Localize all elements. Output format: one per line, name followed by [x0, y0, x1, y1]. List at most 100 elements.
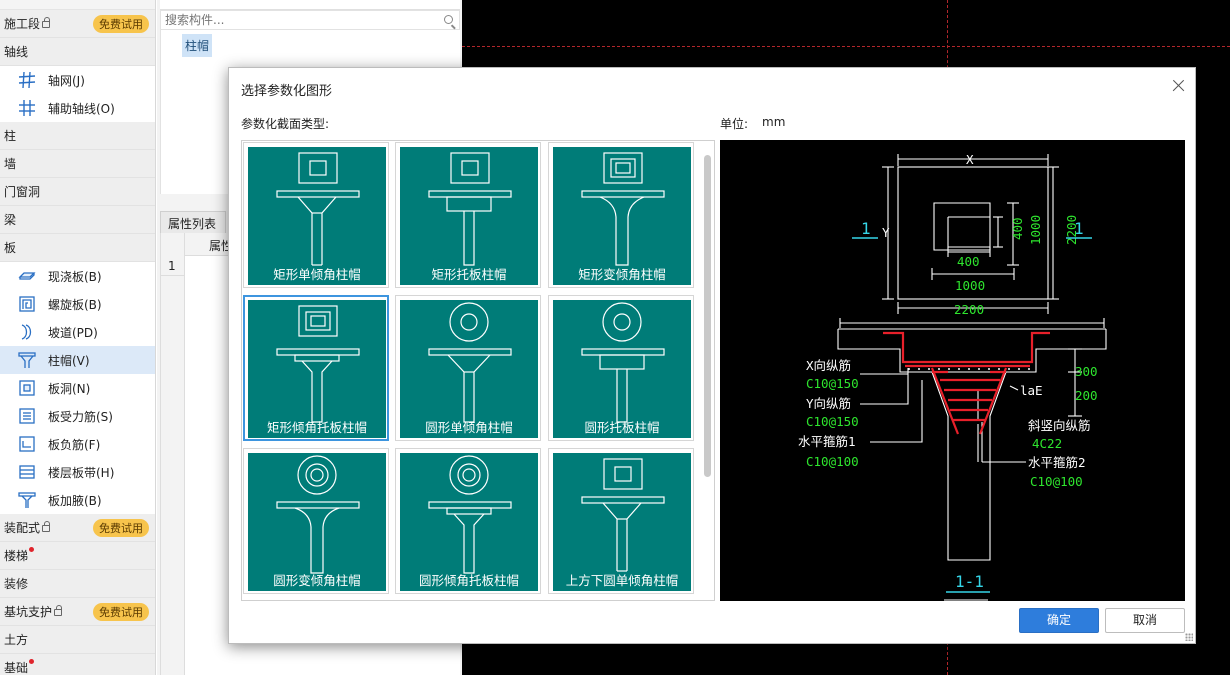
section-mark-right: 1	[1074, 219, 1084, 238]
x-rebar-label: X向纵筋	[806, 358, 851, 373]
plan-inner-square	[933, 202, 991, 251]
component-search-input[interactable]	[161, 11, 431, 29]
elevation-column	[931, 371, 1007, 561]
aux-axis-icon	[19, 100, 35, 116]
rebar-lines	[883, 331, 1050, 435]
nav-group-axis[interactable]: 轴线	[0, 38, 155, 66]
rect-variable-slope-cap-icon	[581, 152, 665, 266]
tile-square-top-round-bottom-cap[interactable]: 上方下圆单倾角柱帽	[548, 448, 694, 594]
resize-grip-icon[interactable]	[1185, 633, 1193, 641]
row-number-column	[161, 233, 185, 675]
dim-400-horizontal: 400	[957, 254, 980, 269]
unit-value: mm	[762, 115, 786, 129]
free-trial-badge[interactable]: 免费试用	[93, 15, 149, 33]
dim-1000-vertical: 1000	[1028, 215, 1043, 245]
round-slope-drop-panel-cap-icon	[428, 455, 512, 574]
dim-1000-horizontal: 1000	[955, 278, 985, 293]
spiral-slab-icon	[19, 296, 35, 312]
free-trial-badge[interactable]: 免费试用	[93, 519, 149, 537]
nav-group-column[interactable]: 柱	[0, 122, 155, 150]
nav-group-prefab[interactable]: 装配式 免费试用	[0, 514, 155, 542]
nav-group-earthwork[interactable]: 土方	[0, 626, 155, 654]
rect-drop-panel-cap-icon	[428, 152, 512, 266]
dim-y-label: Y	[882, 225, 890, 240]
dim-2200-horizontal: 2200	[954, 302, 984, 317]
nav-item-slab-strip[interactable]: 楼层板带(H)	[0, 458, 155, 486]
nav-group-construction-stage[interactable]: 施工段 免费试用	[0, 10, 155, 38]
tree-node-column-cap[interactable]: 柱帽	[182, 34, 213, 57]
tile-rect-variable-slope-cap[interactable]: 矩形变倾角柱帽	[548, 142, 694, 288]
tile-round-slope-drop-panel-cap[interactable]: 圆形倾角托板柱帽	[395, 448, 541, 594]
new-dot-icon	[29, 547, 35, 552]
dim-200: 200	[1075, 388, 1098, 403]
parametric-shape-dialog: 选择参数化图形 参数化截面类型: 单位: mm 矩形单倾角柱帽	[228, 67, 1196, 644]
gallery-scrollbar[interactable]	[704, 151, 711, 591]
section-title: 1-1	[955, 572, 984, 591]
nav-group-decoration[interactable]: 装修	[0, 570, 155, 598]
free-trial-badge[interactable]: 免费试用	[93, 603, 149, 621]
tile-rect-drop-panel-cap[interactable]: 矩形托板柱帽	[395, 142, 541, 288]
nav-group-stairs[interactable]: 楼梯	[0, 542, 155, 570]
tile-round-drop-panel-cap[interactable]: 圆形托板柱帽	[548, 295, 694, 441]
nav-group-foundation[interactable]: 基础	[0, 654, 155, 675]
tile-round-single-slope-cap[interactable]: 圆形单倾角柱帽	[395, 295, 541, 441]
tile-rect-slope-drop-panel-cap[interactable]: 矩形倾角托板柱帽	[243, 295, 389, 441]
dim-300: 300	[1075, 364, 1098, 379]
nav-item-aux-axis[interactable]: 辅助轴线(O)	[0, 94, 155, 122]
slope-rebar-label: 斜竖向纵筋	[1028, 418, 1091, 433]
component-search-box[interactable]	[160, 10, 460, 30]
cast-slab-icon	[18, 272, 36, 280]
rect-single-slope-cap-icon	[276, 152, 360, 266]
slab-haunch-icon	[18, 492, 36, 508]
stirrup2-label: 水平箍筋2	[1028, 455, 1086, 470]
search-icon[interactable]	[444, 15, 453, 24]
tab-property-list[interactable]: 属性列表	[160, 211, 226, 233]
nav-item-grid[interactable]: 轴网(J)	[0, 66, 155, 94]
nav-item-spiral-slab[interactable]: 螺旋板(B)	[0, 290, 155, 318]
close-icon[interactable]	[1171, 78, 1187, 94]
gallery-scrollbar-thumb[interactable]	[704, 155, 711, 477]
unit-label: 单位:	[720, 117, 749, 131]
dim-x-label: X	[966, 152, 974, 167]
nav-item-slab-hole[interactable]: 板洞(N)	[0, 374, 155, 402]
nav-group-door-window[interactable]: 门窗洞	[0, 178, 155, 206]
lock-icon	[54, 605, 63, 616]
nav-group-slab[interactable]: 板	[0, 234, 155, 262]
neg-rebar-icon	[19, 436, 35, 452]
shape-preview: X Y 400 400 1000 2200 1000 2200 300 200 …	[720, 140, 1185, 601]
tile-rect-single-slope-cap[interactable]: 矩形单倾角柱帽	[243, 142, 389, 288]
dialog-title: 选择参数化图形	[241, 84, 333, 99]
nav-group-pit-support[interactable]: 基坑支护 免费试用	[0, 598, 155, 626]
dim-400-vertical: 400	[1010, 217, 1025, 240]
cancel-button[interactable]: 取消	[1105, 608, 1185, 633]
square-top-round-bottom-cap-icon	[581, 458, 665, 572]
column-cap-preview-drawing: X Y 400 400 1000 2200 1000 2200 300 200 …	[798, 152, 1107, 601]
axis-line	[462, 46, 1230, 47]
nav-item-cast-slab[interactable]: 现浇板(B)	[0, 262, 155, 290]
elevation-slab	[837, 329, 1107, 373]
slab-hole-icon	[19, 380, 35, 396]
nav-group-beam[interactable]: 梁	[0, 206, 155, 234]
nav-item-slab-rebar[interactable]: 板受力筋(S)	[0, 402, 155, 430]
nav-item-column-cap[interactable]: 柱帽(V)	[0, 346, 155, 374]
shape-gallery: 矩形单倾角柱帽 矩形托板柱帽 矩形变倾角柱帽	[241, 140, 715, 601]
nav-item-neg-rebar[interactable]: 板负筋(F)	[0, 430, 155, 458]
nav-toolbar-strip	[0, 0, 155, 10]
nav-group-wall[interactable]: 墙	[0, 150, 155, 178]
plan-outline	[897, 166, 1049, 300]
lock-icon	[42, 17, 51, 28]
tile-round-variable-slope-cap[interactable]: 圆形变倾角柱帽	[243, 448, 389, 594]
round-single-slope-cap-icon	[428, 302, 512, 423]
rect-slope-drop-panel-cap-icon	[276, 305, 360, 423]
nav-item-slab-haunch[interactable]: 板加腋(B)	[0, 486, 155, 514]
y-rebar-label: Y向纵筋	[806, 396, 851, 411]
grid-axis-icon	[18, 71, 36, 89]
section-mark-left: 1	[861, 219, 871, 238]
stirrup1-spec: C10@100	[806, 454, 859, 469]
slab-rebar-icon	[19, 408, 35, 424]
nav-item-ramp[interactable]: 坡道(PD)	[0, 318, 155, 346]
row-number: 1	[161, 256, 185, 276]
component-toolbar	[160, 0, 460, 10]
ok-button[interactable]: 确定	[1019, 608, 1099, 633]
ramp-icon	[21, 324, 32, 340]
